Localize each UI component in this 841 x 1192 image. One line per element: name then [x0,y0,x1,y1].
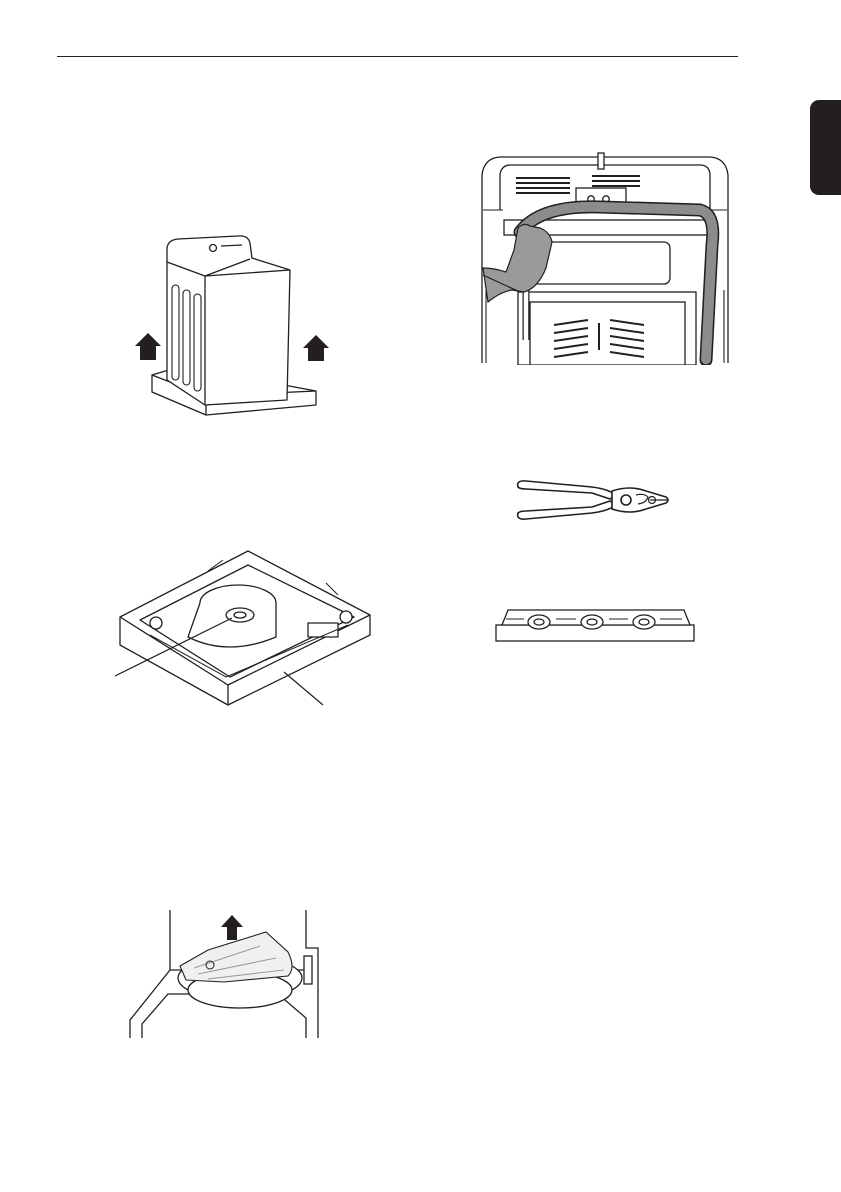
washer-on-base-arrows-icon [130,230,330,420]
washer-back-hose-glove-icon [480,150,730,365]
pliers-icon [512,475,672,525]
tub-packing-removal-icon [128,910,320,1040]
shipping-bracket-icon [494,605,696,645]
header-rule [57,56,738,57]
language-tab [810,100,841,195]
shipping-base-icon [88,545,378,715]
